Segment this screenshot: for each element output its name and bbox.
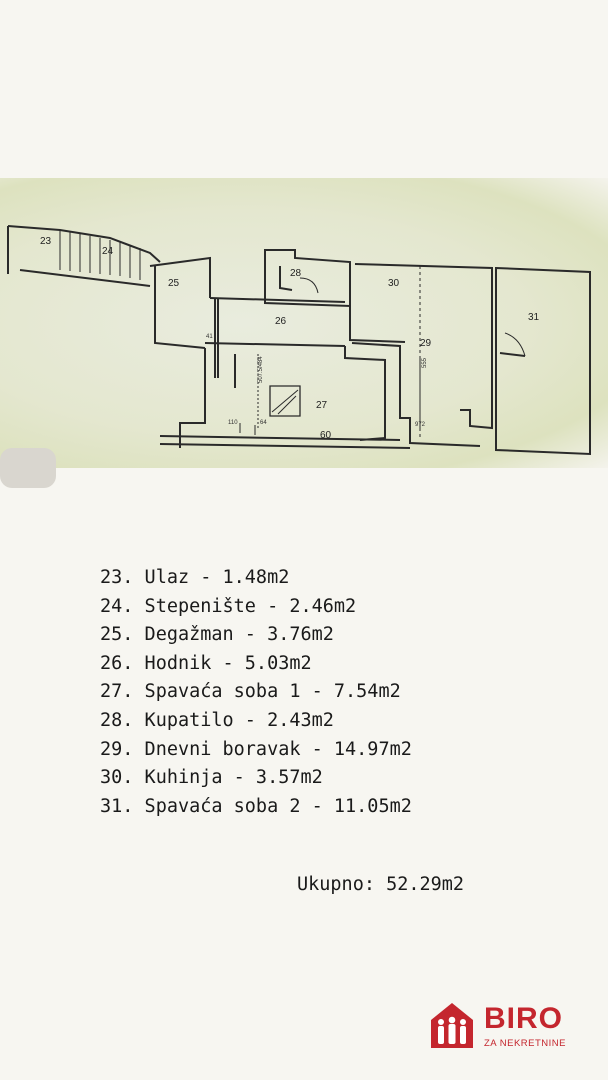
plan-label-28: 28 (290, 268, 302, 279)
plan-label-26: 26 (275, 316, 287, 327)
room-item: 30. Kuhinja - 3.57m2 (100, 767, 323, 789)
plan-label-25: 25 (168, 278, 180, 289)
room-item: 31. Spavaća soba 2 - 11.05m2 (100, 795, 412, 817)
floor-plan: 23 24 25 26 27 28 29 30 31 60 110 64 507… (0, 178, 608, 488)
room-item: 26. Hodnik - 5.03m2 (100, 652, 312, 674)
room-item: 29. Dnevni boravak - 14.97m2 (100, 738, 412, 760)
plan-label-27: 27 (316, 400, 328, 411)
plan-dim-555: 555 (422, 357, 428, 368)
plan-dim-64: 64 (260, 420, 267, 426)
plan-dim-110: 110 (228, 420, 238, 426)
room-item: 23. Ulaz - 1.48m2 (100, 567, 290, 588)
room-item: 24. Stepenište - 2.46m2 (100, 595, 357, 617)
room-list: 23. Ulaz - 1.48m2 24. Stepenište - 2.46m… (100, 564, 412, 821)
plan-label-30: 30 (388, 278, 400, 289)
plan-label-29: 29 (420, 338, 432, 349)
total-area: Ukupno: 52.29m2 (297, 874, 465, 895)
plan-label-23: 23 (40, 236, 52, 247)
plan-label-31: 31 (528, 312, 540, 323)
house-with-people-icon (431, 1003, 473, 1048)
plan-dim-972: 972 (415, 422, 426, 428)
room-item: 28. Kupatilo - 2.43m2 (100, 709, 334, 731)
biro-logo: BIRO ZA NEKRETNINE (426, 1000, 586, 1056)
room-item: 27. Spavaća soba 1 - 7.54m2 (100, 681, 401, 703)
room-item: 25. Degažman - 3.76m2 (100, 624, 334, 646)
logo-name: BIRO (484, 1002, 563, 1035)
plan-label-24: 24 (102, 246, 114, 257)
logo-subtitle: ZA NEKRETNINE (484, 1038, 566, 1049)
plan-dim-41: 41 (206, 334, 213, 340)
redaction-blob (0, 448, 56, 488)
plan-dim-507: 507.5/484 (258, 356, 264, 383)
floor-plan-drawing: 23 24 25 26 27 28 29 30 31 60 110 64 507… (7, 225, 591, 456)
plan-label-60: 60 (320, 430, 332, 441)
